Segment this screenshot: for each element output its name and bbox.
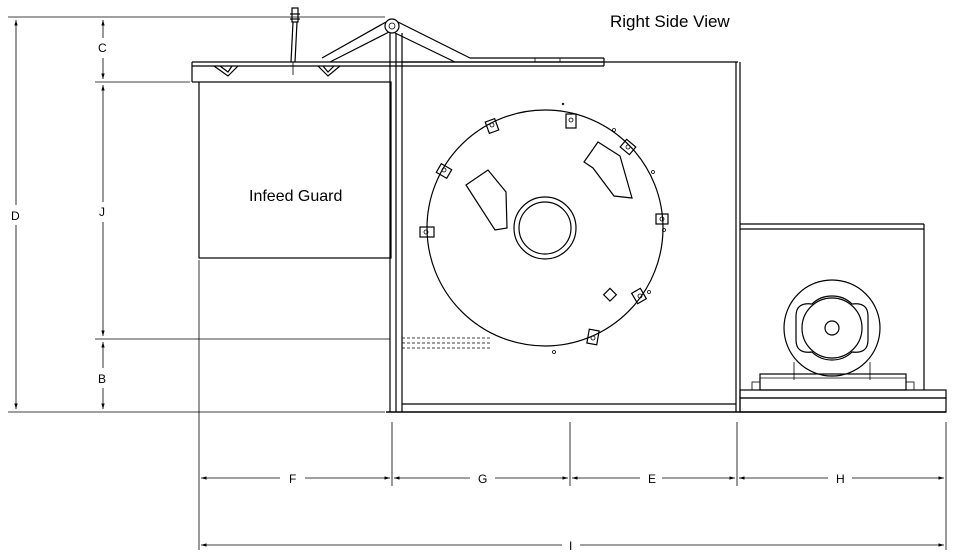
dimension-c: C: [98, 41, 107, 55]
rotor-drum: [419, 102, 669, 354]
infeed-guard: Infeed Guard: [191, 7, 605, 259]
dimension-g: G: [478, 472, 487, 486]
horizontal-dimensions: F G E H I: [198, 260, 947, 553]
dimension-b: B: [98, 372, 106, 386]
dimension-e: E: [648, 472, 656, 486]
dimension-i: I: [569, 539, 572, 553]
dimension-h: H: [836, 472, 845, 486]
dimension-j: J: [99, 205, 105, 219]
pivot-linkage: [321, 18, 471, 63]
main-housing: [386, 33, 946, 413]
vertical-dimensions: D C J B: [8, 16, 390, 413]
motor-enclosure: [739, 223, 947, 413]
dimension-d: D: [11, 209, 20, 223]
dimension-f: F: [289, 472, 296, 486]
view-title: Right Side View: [610, 12, 730, 31]
infeed-guard-label: Infeed Guard: [249, 188, 342, 205]
